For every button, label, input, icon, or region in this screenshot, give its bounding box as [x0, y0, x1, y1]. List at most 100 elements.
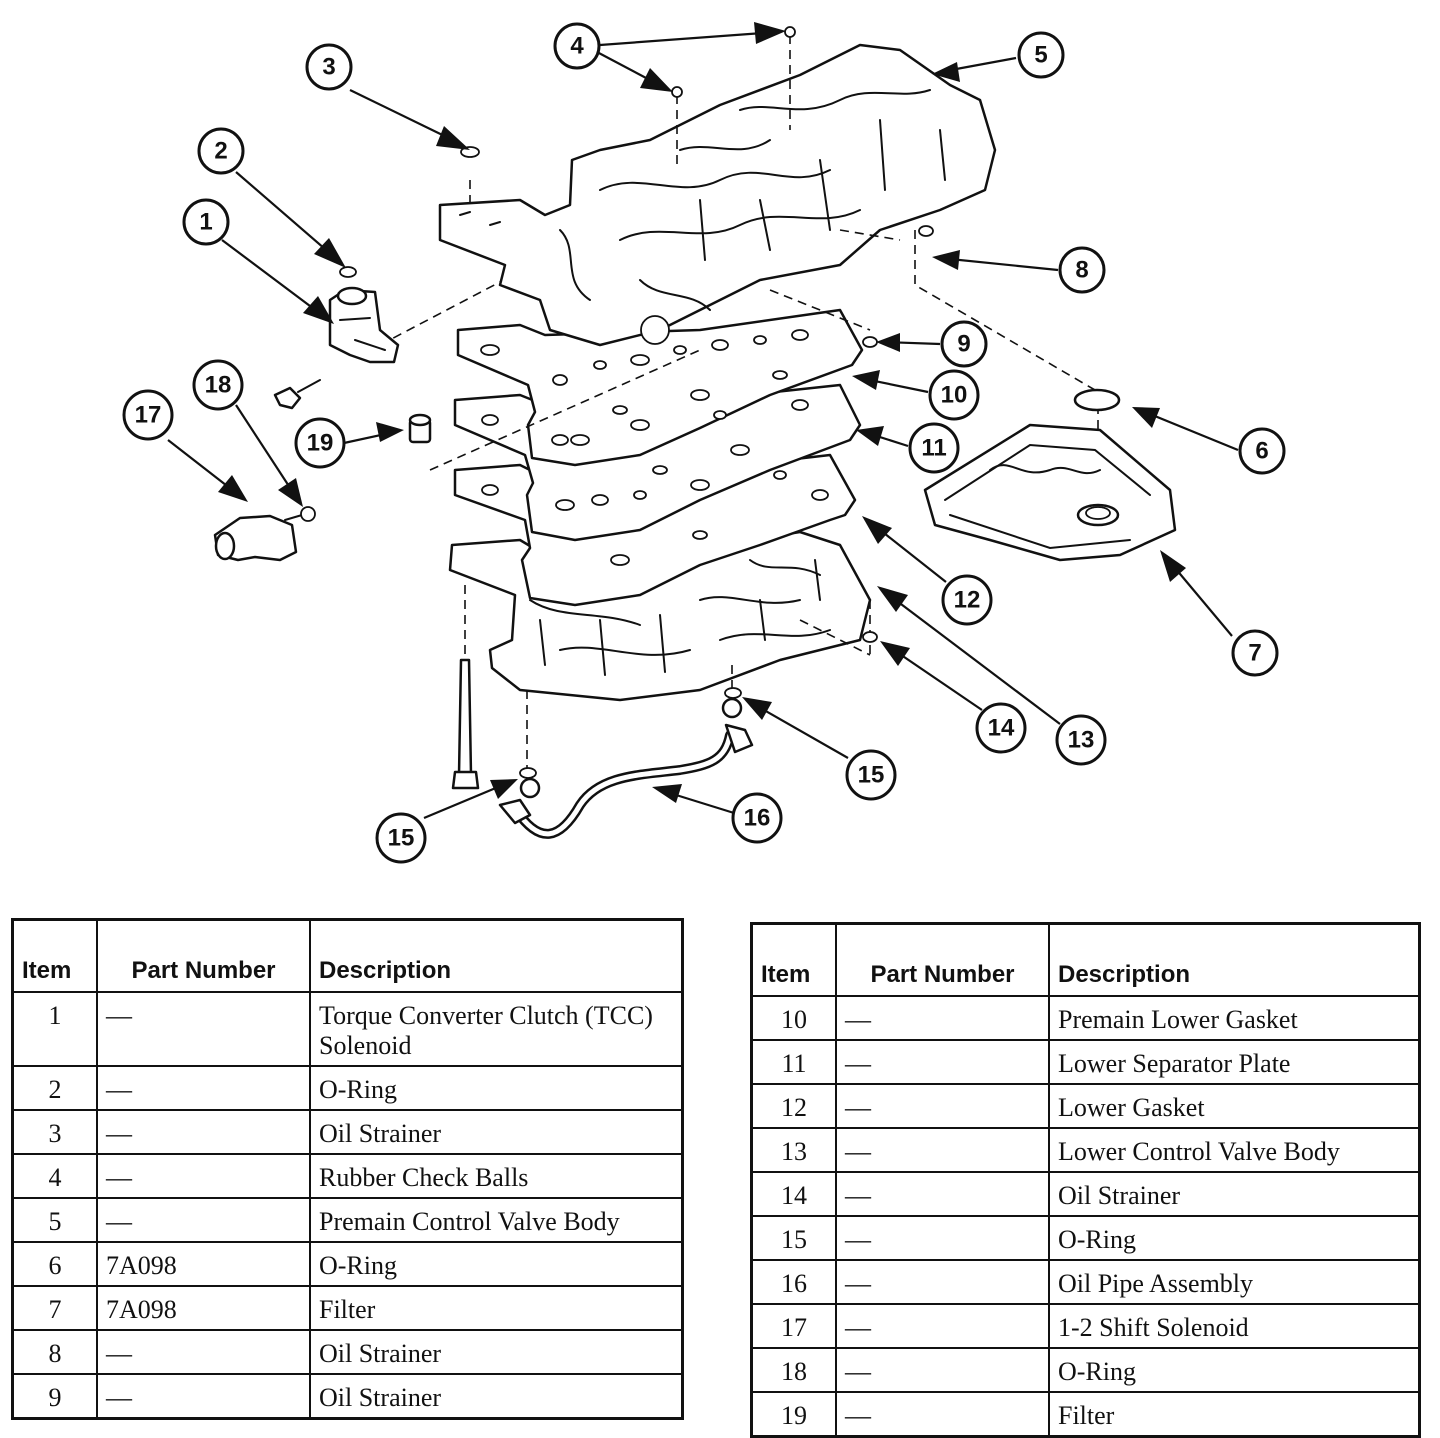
oil-strainer-3	[460, 146, 480, 158]
cell-description: Lower Control Valve Body	[1048, 1126, 1421, 1173]
svg-text:5: 5	[1034, 42, 1047, 69]
cell-part-number: —	[96, 990, 311, 1067]
table-row: 15—O-Ring	[750, 1214, 1421, 1261]
cell-item: 10	[750, 994, 837, 1041]
callout-5: 5	[1017, 31, 1065, 79]
table-row: 13—Lower Control Valve Body	[750, 1126, 1421, 1173]
svg-text:2: 2	[214, 138, 227, 165]
table-row: 5—Premain Control Valve Body	[11, 1196, 684, 1243]
cell-description: O-Ring	[309, 1240, 684, 1287]
cell-part-number: —	[835, 1258, 1050, 1305]
svg-text:15: 15	[858, 762, 885, 789]
callout-7: 7	[1231, 629, 1279, 677]
cell-part-number: —	[835, 1214, 1050, 1261]
cell-item: 13	[750, 1126, 837, 1173]
long-bolt	[451, 658, 480, 790]
cell-part-number: —	[96, 1108, 311, 1155]
table-row: 2—O-Ring	[11, 1064, 684, 1111]
cell-description: Filter	[309, 1284, 684, 1331]
cell-part-number: —	[835, 1170, 1050, 1217]
cell-item: 12	[750, 1082, 837, 1129]
table-row: 19—Filter	[750, 1390, 1421, 1437]
cell-description: O-Ring	[309, 1064, 684, 1111]
svg-text:7: 7	[1248, 640, 1261, 667]
callout-13: 13	[1055, 714, 1107, 766]
exploded-view-diagram: 1 2 3 4 5 6 7 8 9 10 11 12 13 14 15 15 1…	[122, 22, 1286, 864]
svg-text:8: 8	[1075, 257, 1088, 284]
svg-text:3: 3	[322, 54, 335, 81]
oil-strainer-9	[862, 336, 878, 348]
svg-text:12: 12	[954, 587, 981, 614]
table-row: 9—Oil Strainer	[11, 1372, 684, 1419]
cell-part-number: —	[96, 1064, 311, 1111]
tcc-solenoid	[328, 286, 400, 364]
header-item: Item	[750, 922, 837, 997]
cell-part-number: —	[96, 1372, 311, 1419]
cell-description: 1-2 Shift Solenoid	[1048, 1302, 1421, 1349]
table-row: 8—Oil Strainer	[11, 1328, 684, 1375]
cell-description: Oil Strainer	[1048, 1170, 1421, 1217]
cell-description: Lower Separator Plate	[1048, 1038, 1421, 1085]
cell-item: 6	[11, 1240, 98, 1287]
svg-text:18: 18	[205, 372, 232, 399]
header-description: Description	[1048, 922, 1421, 997]
callout-1: 1	[182, 198, 230, 246]
cell-item: 18	[750, 1346, 837, 1393]
header-part-number: Part Number	[96, 918, 311, 993]
cell-description: Oil Pipe Assembly	[1048, 1258, 1421, 1305]
cell-description: Premain Lower Gasket	[1048, 994, 1421, 1041]
cell-part-number: —	[835, 1126, 1050, 1173]
cell-part-number: —	[835, 994, 1050, 1041]
cell-item: 7	[11, 1284, 98, 1331]
table-row: 3—Oil Strainer	[11, 1108, 684, 1155]
o-ring-2	[339, 266, 357, 278]
shift-solenoid	[213, 514, 303, 562]
callout-15-right: 15	[845, 749, 897, 801]
o-ring-18	[300, 506, 316, 522]
plate-holes	[480, 329, 829, 566]
cell-item: 9	[11, 1372, 98, 1419]
o-ring-6	[1073, 388, 1121, 412]
svg-text:13: 13	[1068, 727, 1095, 754]
cell-item: 3	[11, 1108, 98, 1155]
callout-15-left: 15	[375, 812, 427, 864]
bolt	[273, 379, 321, 410]
cell-item: 19	[750, 1390, 837, 1437]
premain-control-valve-body	[438, 43, 997, 347]
cell-description: Oil Strainer	[309, 1108, 684, 1155]
cell-part-number: —	[835, 1038, 1050, 1085]
svg-text:9: 9	[957, 331, 970, 358]
cell-description: O-Ring	[1048, 1346, 1421, 1393]
o-rings-15	[519, 687, 743, 799]
table-row: 10—Premain Lower Gasket	[750, 994, 1421, 1041]
filter	[923, 423, 1177, 562]
cell-part-number: 7A098	[96, 1240, 311, 1287]
table-row: 4—Rubber Check Balls	[11, 1152, 684, 1199]
cell-description: Oil Strainer	[309, 1328, 684, 1375]
callout-8: 8	[1058, 246, 1106, 294]
callout-3: 3	[305, 43, 353, 91]
cell-item: 8	[11, 1328, 98, 1375]
check-ball-a	[671, 86, 683, 98]
cell-part-number: —	[96, 1152, 311, 1199]
table-row: 16—Oil Pipe Assembly	[750, 1258, 1421, 1305]
svg-text:1: 1	[199, 209, 212, 236]
svg-text:17: 17	[135, 402, 162, 429]
oil-pipe-assembly	[498, 723, 754, 839]
cell-description: O-Ring	[1048, 1214, 1421, 1261]
cell-part-number: —	[835, 1346, 1050, 1393]
cell-part-number: —	[835, 1082, 1050, 1129]
cell-part-number: 7A098	[96, 1284, 311, 1331]
cell-item: 15	[750, 1214, 837, 1261]
check-ball-b	[784, 26, 796, 38]
callout-4: 4	[553, 22, 601, 70]
callout-11: 11	[908, 422, 960, 474]
cell-part-number: —	[96, 1328, 311, 1375]
cell-description: Lower Gasket	[1048, 1082, 1421, 1129]
cell-part-number: —	[835, 1390, 1050, 1437]
table-row: 17—1-2 Shift Solenoid	[750, 1302, 1421, 1349]
cell-item: 1	[11, 990, 98, 1067]
callout-12: 12	[941, 574, 993, 626]
cell-part-number: —	[835, 1302, 1050, 1349]
parts-table-left: Item Part Number Description 1—Torque Co…	[11, 918, 684, 1420]
